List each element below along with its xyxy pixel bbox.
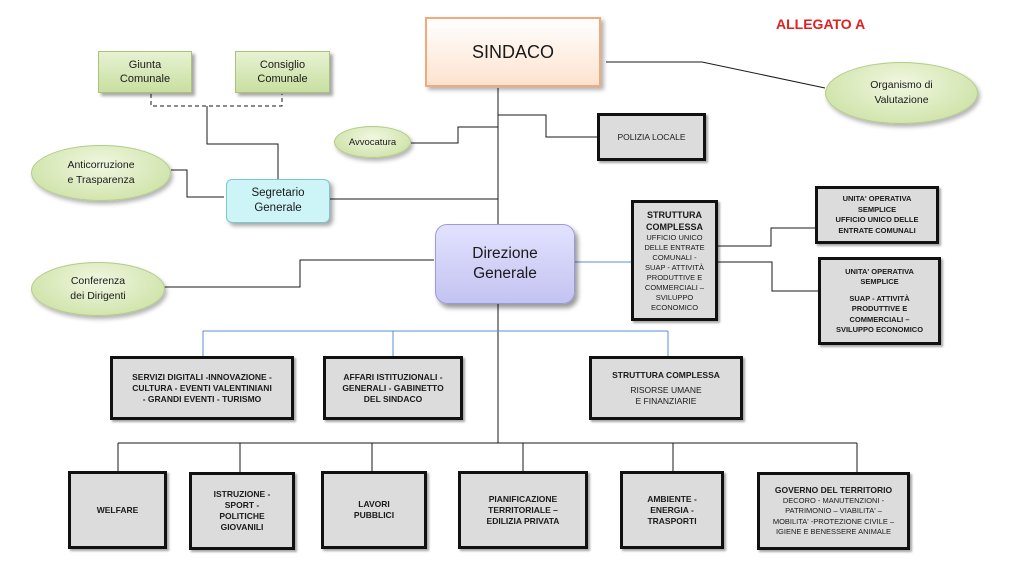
anticorruzione-label-line2: e Trasparenza [67,174,135,186]
direzione-label-line1: Direzione [472,245,538,262]
ambiente-line: ENERGIA - [650,504,694,515]
uos-entrate-line: UFFICIO UNICO DELLE [835,215,919,224]
uos-entrate-box: UNITA' OPERATIVA SEMPLICE UFFICIO UNICO … [815,186,939,244]
pianificazione-line: TERRITORIALE – [488,504,558,515]
istruzione-line: GIOVANILI [220,522,264,532]
giunta-label-line2: Comunale [119,73,171,85]
lavori-pubblici-line: PUBBLICI [353,510,395,520]
uos-suap-line: PRODUTTIVE E [851,304,908,313]
uos-suap-line: SUAP - ATTIVITÀ [849,293,910,303]
struttura-entrate-line: COMMERCIALI – [644,282,705,292]
governo-line: DECORO - MANUTENZIONI - [782,495,885,505]
struttura-complessa-entrate-box: STRUTTURA COMPLESSA UFFICIO UNICO DELLE … [631,200,718,321]
segretario-label-line1: Segretario [251,187,305,199]
struttura-entrate-line: COMUNALI - [652,252,697,262]
uos-entrate-line: ENTRATE COMUNALI [838,225,916,235]
istruzione-line: POLITICHE [219,511,265,521]
uos-suap-title: UNITA' OPERATIVA [845,266,914,276]
giunta-label-line1: Giunta [128,59,162,71]
istruzione-box: ISTRUZIONE - SPORT - POLITICHE GIOVANILI [189,472,295,550]
allegato-label: ALLEGATO A [776,16,866,32]
segretario-label-line2: Generale [254,202,302,214]
affari-istituzionali-line: DEL SINDACO [363,393,423,404]
servizi-digitali-box: SERVIZI DIGITALI -INNOVAZIONE - CULTURA … [110,356,294,420]
welfare-box: WELFARE [68,471,167,549]
struttura-risorse-line: E FINANZIARIE [635,395,697,406]
affari-istituzionali-line: GENERALI - GABINETTO [342,382,444,393]
servizi-digitali-line: - GRANDI EVENTI - TURISMO [142,393,262,404]
organismo-valutazione-oval: Organismo di Valutazione [825,62,978,124]
affari-istituzionali-line: AFFARI ISTITUZIONALI - [343,371,443,382]
sindaco-label: SINDACO [471,41,554,62]
avvocatura-label: Avvocatura [348,136,397,148]
direzione-generale-box: Direzione Generale [435,224,575,304]
lavori-pubblici-box: LAVORI PUBBLICI [321,471,427,549]
governo-title: GOVERNO DEL TERRITORIO [774,484,893,495]
pianificazione-line: PIANIFICAZIONE [488,493,558,504]
struttura-entrate-line: PRODUTTIVE E [646,272,703,282]
conferenza-label-line2: dei Dirigenti [70,290,126,302]
avvocatura-oval: Avvocatura [334,126,411,158]
struttura-entrate-title1: STRUTTURA [647,209,702,220]
servizi-digitali-line: SERVIZI DIGITALI -INNOVAZIONE - [132,371,272,382]
struttura-entrate-line: UFFICIO UNICO [646,232,703,242]
servizi-digitali-line: CULTURA - EVENTI VALENTINIANI [132,382,272,393]
uos-suap-box: UNITA' OPERATIVA SEMPLICE SUAP - ATTIVIT… [818,257,941,345]
uos-suap-title: SEMPLICE [860,277,899,286]
lavori-pubblici-line: LAVORI [358,499,390,509]
direzione-label-line2: Generale [473,265,537,282]
polizia-locale-box: POLIZIA LOCALE [597,113,706,161]
conferenza-dirigenti-oval: Conferenza dei Dirigenti [31,262,165,316]
organismo-label-line1: Organismo di [870,79,933,91]
polizia-label: POLIZIA LOCALE [617,131,686,142]
uos-entrate-line: UNITA' OPERATIVA [842,194,912,203]
organismo-label-line2: Valutazione [874,94,929,106]
struttura-entrate-line: DELLE ENTRATE [644,242,705,252]
pianificazione-line: EDILIZIA PRIVATA [486,515,560,526]
anticorruzione-label-line1: Anticorruzione [67,159,135,171]
governo-territorio-box: GOVERNO DEL TERRITORIO DECORO - MANUTENZ… [757,472,910,550]
uos-suap-line: SVILUPPO ECONOMICO [835,325,924,334]
consiglio-label-line2: Comunale [257,73,308,85]
pianificazione-box: PIANIFICAZIONE TERRITORIALE – EDILIZIA P… [458,471,588,549]
struttura-entrate-title2: COMPLESSA [645,221,703,232]
sindaco-box: SINDACO [425,17,601,87]
anticorruzione-oval: Anticorruzione e Trasparenza [31,145,171,201]
conferenza-label-line1: Conferenza [70,275,126,287]
ambiente-line: AMBIENTE - [647,493,697,504]
uos-entrate-line: SEMPLICE [857,204,897,214]
governo-line: PATRIMONIO – VIABILITA' – [785,506,882,515]
uos-suap-line: COMMERCIALI – [849,314,910,324]
ambiente-line: TRASPORTI [647,515,697,526]
consiglio-label-line1: Consiglio [259,59,306,71]
struttura-risorse-line: RISORSE UMANE [630,384,702,395]
governo-line: IGIENE E BENESSERE ANIMALE [775,527,892,536]
governo-line: MOBILITA' -PROTEZIONE CIVILE – [772,516,895,526]
welfare-label: WELFARE [96,504,139,515]
giunta-comunale-box: Giunta Comunale [98,51,192,93]
struttura-entrate-line: SUAP - ATTIVITÀ [645,262,704,272]
consiglio-comunale-box: Consiglio Comunale [235,51,330,93]
ambiente-box: AMBIENTE - ENERGIA - TRASPORTI [620,471,724,549]
struttura-risorse-box: STRUTTURA COMPLESSA RISORSE UMANE E FINA… [589,356,743,420]
segretario-generale-box: Segretario Generale [226,179,330,223]
struttura-entrate-line: ECONOMICO [650,302,699,312]
istruzione-line: ISTRUZIONE - [213,489,271,499]
affari-istituzionali-box: AFFARI ISTITUZIONALI - GENERALI - GABINE… [323,356,463,420]
struttura-entrate-line: SVILUPPO [655,292,694,302]
struttura-risorse-title: STRUTTURA COMPLESSA [612,369,720,380]
istruzione-line: SPORT - [224,500,260,510]
